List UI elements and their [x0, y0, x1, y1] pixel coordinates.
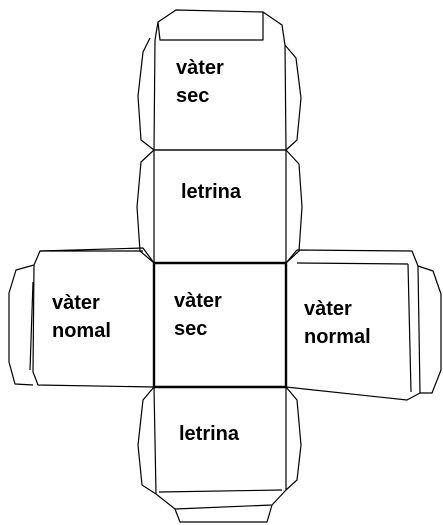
label-upper: letrina [181, 178, 241, 206]
label-top: vàter sec [176, 54, 224, 110]
label-top-line-2: sec [176, 85, 210, 107]
label-center-line-2: sec [174, 318, 208, 340]
face-right [285, 249, 442, 401]
label-bottom: letrina [179, 420, 239, 448]
label-right-line-1: vàter [304, 298, 352, 320]
label-right: vàter normal [304, 295, 371, 351]
label-left: vàter nomal [52, 289, 111, 345]
face-bottom [137, 386, 302, 523]
label-left-line-2: nomal [52, 320, 111, 342]
label-right-line-2: normal [304, 326, 371, 348]
label-center-line-1: vàter [174, 290, 222, 312]
label-center: vàter sec [174, 287, 222, 343]
face-upper [136, 149, 303, 264]
label-left-line-1: vàter [52, 292, 100, 314]
label-bottom-line-1: letrina [179, 423, 240, 445]
label-top-line-1: vàter [176, 57, 224, 79]
label-upper-line-1: letrina [181, 181, 242, 203]
